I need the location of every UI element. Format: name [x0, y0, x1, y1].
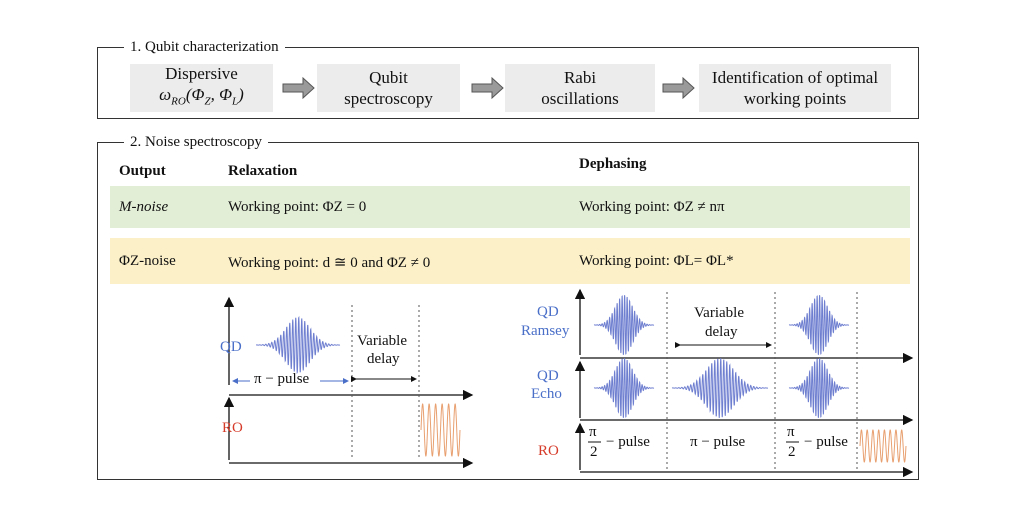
deph-qd-echo-line2: Echo — [531, 386, 562, 402]
deph-ramsey-pulse-1 — [593, 295, 655, 355]
step-rabi-line2: oscillations — [541, 89, 619, 108]
step-dispersive: Dispersive ωRO(ΦZ, ΦL) — [130, 64, 273, 112]
step-dispersive-line1: Dispersive — [165, 64, 238, 84]
step-dispersive-formula: ωRO(ΦZ, ΦL) — [159, 85, 244, 108]
relax-pi-pulse-label: π − pulse — [254, 371, 310, 387]
noise-spectroscopy-frame — [97, 142, 919, 480]
deph-qd-ramsey-line1: QD — [537, 304, 559, 320]
section1-title: 1. Qubit characterization — [124, 38, 285, 56]
flow-arrows — [282, 76, 695, 100]
arrow-right-icon — [662, 76, 695, 100]
relax-ro-pulse — [420, 403, 461, 457]
step-qubit-spectroscopy: Qubit spectroscopy — [317, 64, 460, 112]
deph-echo-pulse-2 — [788, 358, 850, 418]
phiz-noise-output: ΦZ-noise — [119, 253, 176, 269]
deph-ro-pulse-wave — [859, 429, 907, 463]
section2-title: 2. Noise spectroscopy — [124, 133, 269, 151]
step-rabi-oscillations: Rabi oscillations — [505, 64, 655, 112]
m-noise-relaxation: Working point: ΦZ = 0 — [228, 199, 367, 215]
deph-half-pi-num-1: π — [589, 424, 597, 440]
deph-qd-pulses — [593, 295, 850, 418]
deph-echo-pulse-1 — [593, 358, 655, 418]
relax-qd-pulse-wave — [255, 315, 341, 375]
m-noise-output: M-noise — [119, 199, 169, 215]
m-noise-row — [110, 186, 910, 228]
deph-ramsey-pulse-2 — [788, 295, 850, 355]
arrow-right-icon — [471, 76, 504, 100]
relax-variable-delay-line1: Variable — [357, 333, 407, 349]
header-dephasing: Dephasing — [579, 156, 647, 172]
deph-half-pi-den-1: 2 — [590, 444, 598, 460]
deph-half-pi-suffix-1: − pulse — [606, 434, 650, 450]
deph-half-pi-suffix-2: − pulse — [804, 434, 848, 450]
step-optimal-line2: working points — [743, 89, 847, 108]
step-rabi-line1: Rabi — [563, 68, 597, 87]
arrow-right-icon — [282, 76, 315, 100]
relax-qd-pulse — [255, 315, 341, 375]
phiz-noise-dephasing: Working point: ΦL= ΦL* — [579, 253, 734, 269]
phiz-noise-row — [110, 238, 910, 284]
step-optimal-working-points: Identification of optimal working points — [699, 64, 891, 112]
header-output: Output — [119, 163, 166, 179]
relax-ro-label: RO — [222, 420, 243, 436]
phiz-noise-relaxation: Working point: d ≅ 0 and ΦZ ≠ 0 — [228, 255, 431, 271]
step-qubit-spectroscopy-line2: spectroscopy — [344, 89, 433, 108]
relax-qd-label: QD — [220, 339, 242, 355]
deph-variable-delay-line2: delay — [705, 324, 738, 340]
step-qubit-spectroscopy-line1: Qubit — [369, 68, 408, 87]
deph-half-pi-num-2: π — [787, 424, 795, 440]
m-noise-dephasing: Working point: ΦZ ≠ nπ — [579, 199, 725, 215]
deph-ro-label: RO — [538, 443, 559, 459]
deph-ro-pulse — [859, 429, 907, 463]
deph-echo-pulse-pi — [671, 358, 769, 418]
deph-qd-echo-line1: QD — [537, 368, 559, 384]
step-optimal-line1: Identification of optimal — [711, 68, 879, 87]
relax-ro-pulse-wave — [420, 403, 461, 457]
relax-variable-delay-line2: delay — [367, 351, 400, 367]
deph-half-pi-den-2: 2 — [788, 444, 796, 460]
deph-pi-pulse-label: π − pulse — [690, 434, 746, 450]
header-relaxation: Relaxation — [228, 163, 298, 179]
deph-qd-ramsey-line2: Ramsey — [521, 323, 570, 339]
qubit-characterization-frame — [97, 47, 919, 119]
deph-variable-delay-line1: Variable — [694, 305, 744, 321]
